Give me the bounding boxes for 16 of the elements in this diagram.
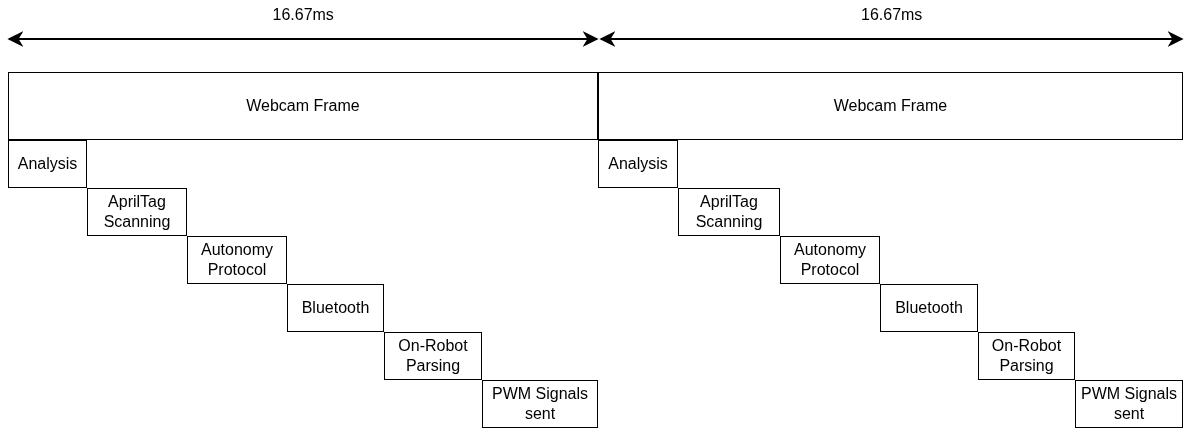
dimension-label: 16.67ms (272, 6, 334, 24)
dimension-label: 16.67ms (861, 6, 923, 24)
stage-box: AprilTag Scanning (87, 188, 187, 236)
stage-box: Analysis (598, 140, 678, 188)
stage-box: Bluetooth (880, 284, 978, 332)
stage-box: Analysis (8, 140, 87, 188)
stage-box: Autonomy Protocol (187, 236, 287, 284)
stage-box: Bluetooth (287, 284, 384, 332)
frame-bar: Webcam Frame (8, 72, 598, 140)
stage-box: AprilTag Scanning (678, 188, 780, 236)
stage-box: PWM Signals sent (1075, 380, 1183, 428)
frame-bar: Webcam Frame (598, 72, 1183, 140)
stage-box: Autonomy Protocol (780, 236, 880, 284)
stage-box: PWM Signals sent (482, 380, 598, 428)
stage-box: On-Robot Parsing (978, 332, 1075, 380)
stage-box: On-Robot Parsing (384, 332, 482, 380)
